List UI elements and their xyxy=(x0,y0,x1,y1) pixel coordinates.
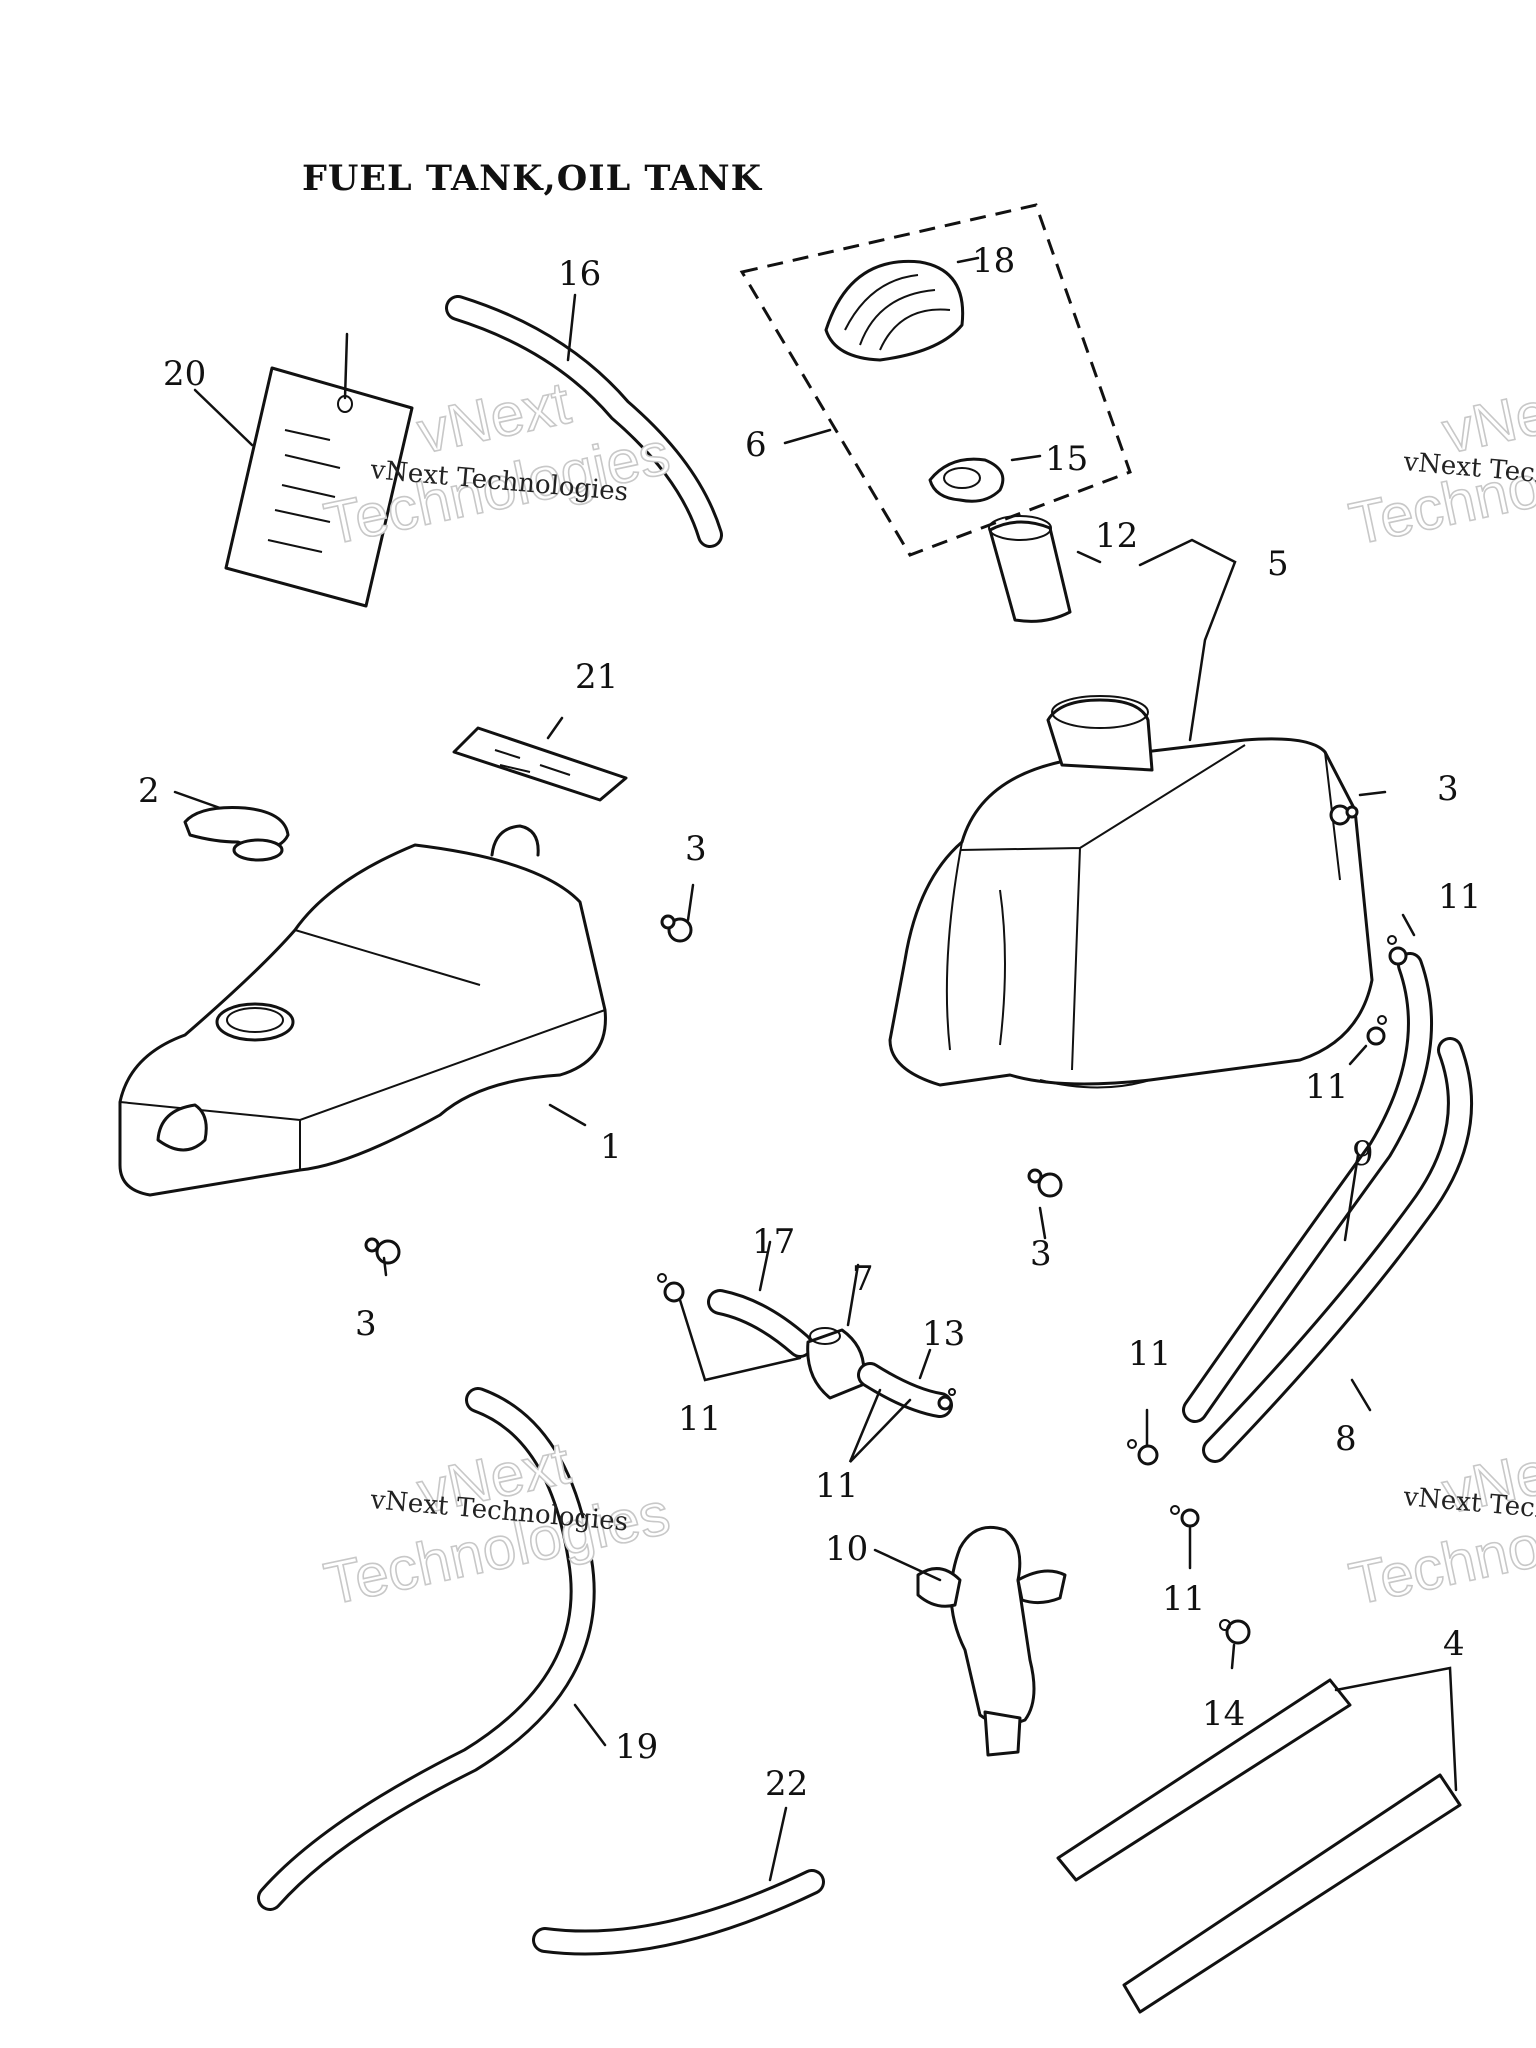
callout-3-a: 3 xyxy=(685,829,707,869)
part-4-strip-b[interactable] xyxy=(1122,1773,1462,2014)
callout-21: 21 xyxy=(575,657,618,697)
part-11-clip-e[interactable] xyxy=(1170,1505,1200,1528)
callout-5: 5 xyxy=(1267,544,1289,584)
callout-11-a: 11 xyxy=(1438,877,1481,917)
part-15-gasket[interactable] xyxy=(928,457,1005,503)
callout-3-d: 3 xyxy=(1437,769,1459,809)
callout-13: 13 xyxy=(922,1314,965,1354)
part-7-fuel-filter[interactable] xyxy=(806,1327,866,1400)
callout-11-e: 11 xyxy=(1128,1334,1171,1374)
callout-3-c: 3 xyxy=(1030,1234,1052,1274)
part-3-bolt-b[interactable] xyxy=(364,1237,401,1265)
part-1-oil-tank[interactable] xyxy=(118,824,607,1197)
part-10-fuel-cock[interactable] xyxy=(916,1525,1067,1757)
part-19-hose[interactable] xyxy=(257,1387,596,1911)
callout-14: 14 xyxy=(1202,1694,1245,1734)
part-8-hose[interactable] xyxy=(1202,1037,1473,1463)
part-3-bolt-d[interactable] xyxy=(1329,804,1359,826)
part-14-screw[interactable] xyxy=(1219,1619,1251,1645)
part-5-fuel-tank[interactable] xyxy=(888,695,1374,1089)
part-11-clip-b[interactable] xyxy=(1387,935,1408,966)
part-22-hose[interactable] xyxy=(532,1869,825,1956)
callout-16: 16 xyxy=(558,254,601,294)
leader-lines xyxy=(173,256,1458,1882)
callout-11-d: 11 xyxy=(815,1466,858,1506)
callout-15: 15 xyxy=(1045,439,1088,479)
part-9-hose[interactable] xyxy=(1182,952,1433,1423)
callout-2: 2 xyxy=(138,771,160,811)
callout-9: 9 xyxy=(1352,1134,1374,1174)
callout-8: 8 xyxy=(1335,1419,1357,1459)
callout-11-f: 11 xyxy=(1162,1579,1205,1619)
callout-11-b: 11 xyxy=(1305,1067,1348,1107)
part-17-hose[interactable] xyxy=(707,1289,813,1358)
callout-4: 4 xyxy=(1443,1624,1465,1664)
callout-18: 18 xyxy=(972,241,1015,281)
callout-7: 7 xyxy=(852,1259,874,1299)
part-16-hose[interactable] xyxy=(445,295,723,548)
callout-11-c: 11 xyxy=(678,1399,721,1439)
part-11-clip-c[interactable] xyxy=(1366,1015,1387,1046)
callout-labels: 1 2 3 3 3 3 4 5 6 7 8 9 10 11 11 11 11 1… xyxy=(138,241,1481,1804)
part-20-instruction-card[interactable] xyxy=(224,332,414,608)
part-4-strip-a[interactable] xyxy=(1056,1678,1352,1882)
part-13-hose[interactable] xyxy=(857,1362,953,1418)
part-11-clip-a[interactable] xyxy=(657,1273,685,1303)
callout-17: 17 xyxy=(752,1222,795,1262)
part-3-bolt-a[interactable] xyxy=(660,914,693,943)
part-11-clip-d[interactable] xyxy=(1127,1439,1159,1466)
callout-12: 12 xyxy=(1095,516,1138,556)
part-6-cap-assembly-outline xyxy=(739,203,1132,557)
callout-6: 6 xyxy=(745,425,767,465)
callout-22: 22 xyxy=(765,1764,808,1804)
part-18-fuel-cap[interactable] xyxy=(824,259,965,362)
part-21-label[interactable] xyxy=(452,726,628,802)
callout-3-b: 3 xyxy=(355,1304,377,1344)
callout-10: 10 xyxy=(825,1529,868,1569)
watermarks: vNext Technologies vNext Technologies vN… xyxy=(318,368,1536,1618)
part-2-oil-cap[interactable] xyxy=(183,806,290,862)
callout-1: 1 xyxy=(600,1127,622,1167)
part-3-bolt-c[interactable] xyxy=(1027,1168,1063,1198)
callout-19: 19 xyxy=(615,1727,658,1767)
page-title: FUEL TANK,OIL TANK xyxy=(302,158,763,199)
part-11-clip-f[interactable] xyxy=(937,1388,956,1411)
callout-20: 20 xyxy=(163,354,206,394)
part-12-filler-neck[interactable] xyxy=(988,515,1072,623)
